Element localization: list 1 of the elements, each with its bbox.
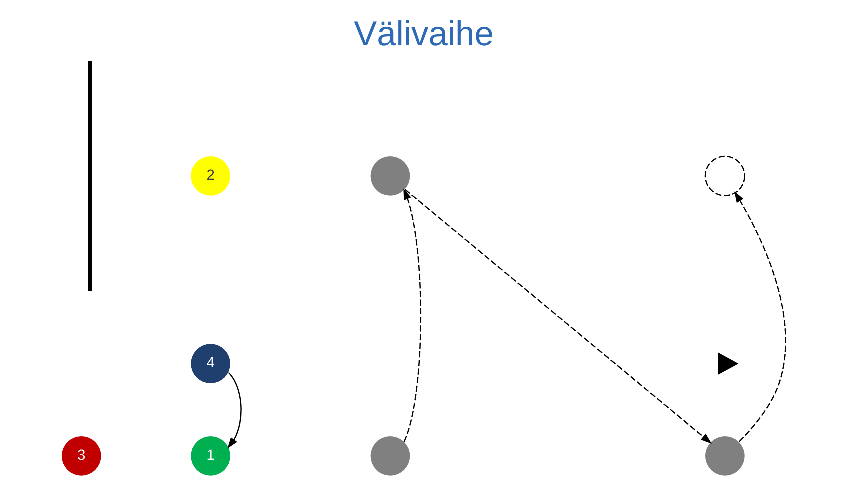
diagram-title: Välivaihe (354, 16, 494, 54)
